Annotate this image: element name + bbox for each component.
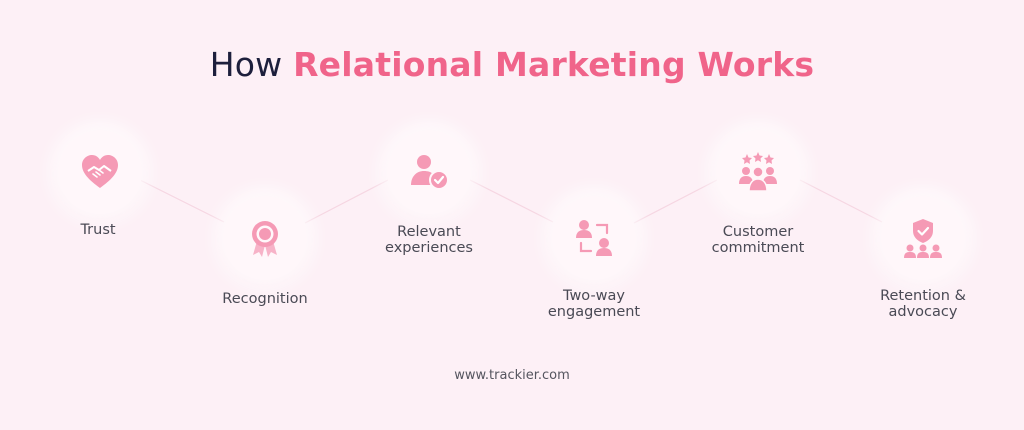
step-label-two-way-engagement: Two-way engagement: [547, 288, 641, 320]
step-label-retention-advocacy: Retention & advocacy: [880, 288, 966, 320]
step-node-recognition: [223, 196, 307, 280]
step-label-customer-commitment: Customer commitment: [711, 224, 805, 256]
step-label-trust: Trust: [80, 222, 116, 238]
step-node-relevant-experiences: [387, 130, 471, 214]
shield-group-icon: [904, 219, 942, 258]
step-node-retention-advocacy: [881, 196, 965, 280]
footer-url: www.trackier.com: [454, 368, 570, 383]
page-title: How Relational Marketing Works: [0, 45, 1024, 84]
user-check-icon: [411, 155, 449, 190]
user-exchange-icon: [576, 220, 612, 256]
group-stars-icon: [739, 152, 777, 192]
step-node-customer-commitment: [716, 130, 800, 214]
step-node-two-way-engagement: [552, 196, 636, 280]
step-label-recognition: Recognition: [222, 291, 308, 307]
title-prefix: How: [209, 45, 294, 84]
step-label-relevant-experiences: Relevant experiences: [385, 224, 473, 256]
step-node-trust: [58, 130, 142, 214]
handshake-heart-icon: [82, 155, 118, 188]
title-highlight: Relational Marketing Works: [293, 45, 815, 84]
award-badge-icon: [252, 221, 278, 257]
